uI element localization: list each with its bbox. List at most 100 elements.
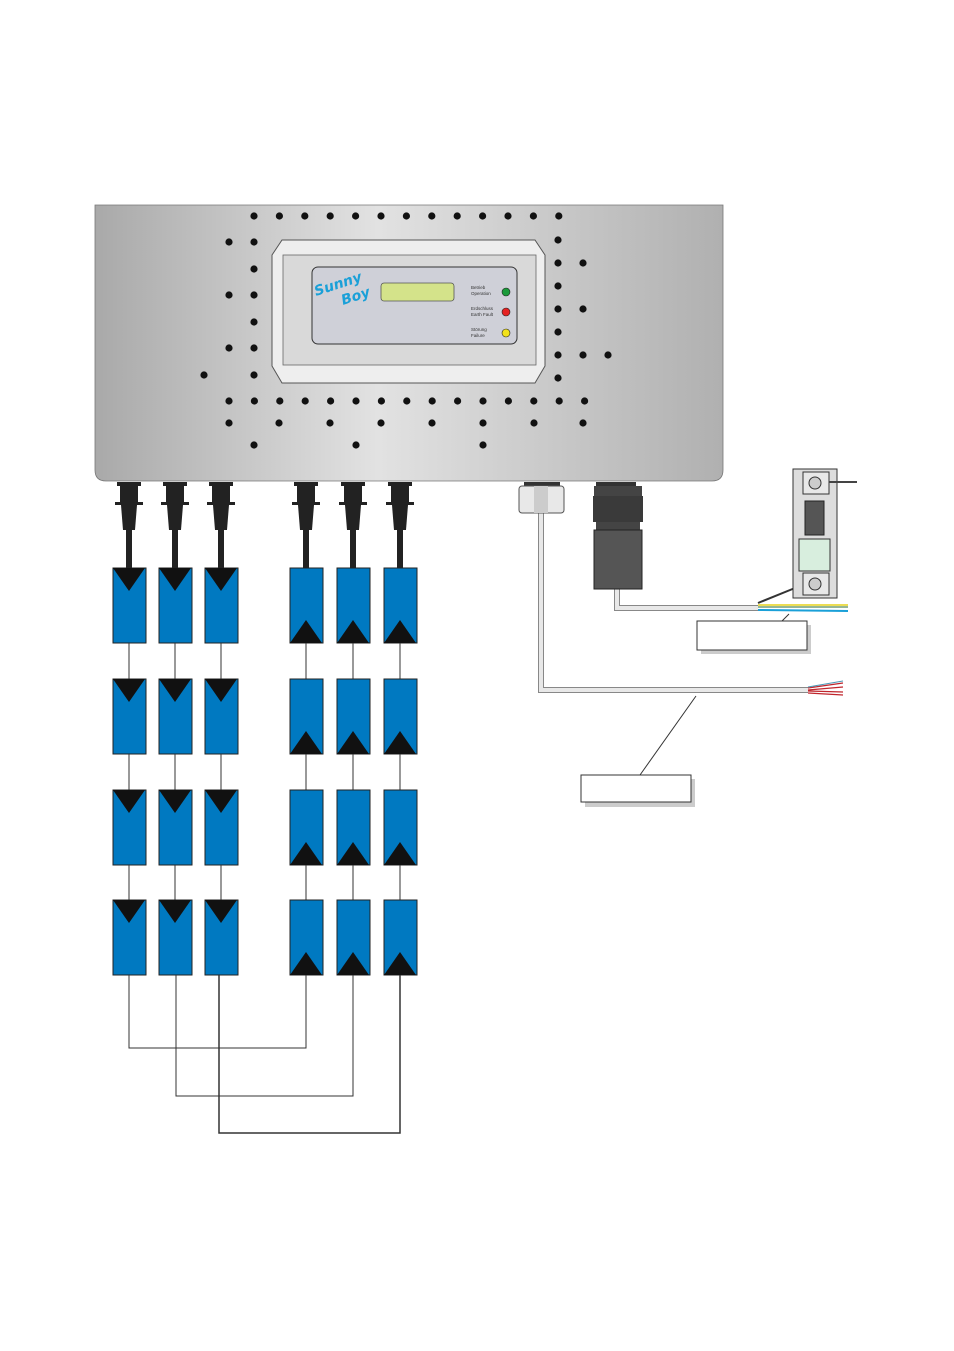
vent-hole bbox=[377, 397, 385, 405]
pv-string-4 bbox=[289, 482, 324, 976]
svg-text:Betrieb: Betrieb bbox=[471, 285, 486, 290]
red-led-icon bbox=[501, 307, 511, 317]
vent-hole bbox=[327, 397, 335, 405]
polarity-arrow-down-icon bbox=[205, 900, 237, 923]
pv-string-3 bbox=[204, 482, 239, 976]
pv-panel bbox=[383, 567, 418, 644]
vent-hole bbox=[225, 238, 233, 246]
circuit-breaker bbox=[792, 468, 857, 599]
polarity-arrow-up-icon bbox=[384, 731, 416, 754]
pv-panel bbox=[204, 567, 239, 644]
vent-hole bbox=[554, 305, 562, 313]
vent-hole bbox=[301, 212, 309, 220]
led-earth-fault: Erdschluss Earth Fault bbox=[471, 306, 511, 317]
mc-connector bbox=[292, 482, 320, 570]
vent-hole bbox=[579, 351, 587, 359]
pv-string-6 bbox=[383, 482, 418, 976]
pv-panel bbox=[289, 789, 324, 866]
ventilation-holes bbox=[200, 212, 612, 449]
vent-hole bbox=[581, 397, 589, 405]
pv-string-1 bbox=[112, 482, 147, 976]
pv-panel bbox=[112, 789, 147, 866]
vent-hole bbox=[428, 419, 436, 427]
vent-hole bbox=[250, 265, 258, 273]
vent-hole bbox=[579, 419, 587, 427]
pv-panel bbox=[289, 899, 324, 976]
pv-panel bbox=[112, 678, 147, 755]
svg-text:Erdschluss: Erdschluss bbox=[471, 306, 494, 311]
vent-hole bbox=[352, 441, 360, 449]
vent-hole bbox=[479, 441, 487, 449]
vent-hole bbox=[276, 397, 284, 405]
svg-text:Earth Fault: Earth Fault bbox=[471, 312, 494, 317]
polarity-arrow-down-icon bbox=[159, 900, 191, 923]
pv-panel bbox=[204, 789, 239, 866]
vent-hole bbox=[555, 212, 563, 220]
polarity-arrow-up-icon bbox=[290, 731, 322, 754]
polarity-arrow-down-icon bbox=[205, 679, 237, 702]
vent-hole bbox=[428, 397, 436, 405]
pv-panel bbox=[158, 899, 193, 976]
vent-hole bbox=[250, 212, 258, 220]
vent-hole bbox=[301, 397, 309, 405]
vent-hole bbox=[479, 212, 487, 220]
vent-hole bbox=[403, 397, 411, 405]
pv-strings bbox=[112, 482, 418, 976]
vent-hole bbox=[352, 212, 360, 220]
polarity-arrow-up-icon bbox=[290, 952, 322, 975]
vent-hole bbox=[579, 305, 587, 313]
pv-panel bbox=[112, 899, 147, 976]
vent-hole bbox=[250, 238, 258, 246]
vent-hole bbox=[579, 259, 587, 267]
pv-panel bbox=[336, 789, 371, 866]
polarity-arrow-down-icon bbox=[159, 790, 191, 813]
vent-hole bbox=[225, 344, 233, 352]
pv-panel bbox=[336, 567, 371, 644]
polarity-arrow-down-icon bbox=[159, 568, 191, 591]
vent-hole bbox=[554, 374, 562, 382]
vent-hole bbox=[352, 397, 360, 405]
vent-hole bbox=[530, 419, 538, 427]
vent-hole bbox=[554, 236, 562, 244]
vent-hole bbox=[554, 328, 562, 336]
communication-cable bbox=[518, 482, 844, 696]
vent-hole bbox=[377, 212, 385, 220]
pv-panel bbox=[289, 567, 324, 644]
control-panel bbox=[311, 266, 518, 345]
vent-hole bbox=[453, 212, 461, 220]
vent-hole bbox=[504, 212, 512, 220]
vent-hole bbox=[428, 212, 436, 220]
polarity-arrow-up-icon bbox=[384, 842, 416, 865]
pv-panel bbox=[336, 899, 371, 976]
polarity-arrow-down-icon bbox=[113, 568, 145, 591]
polarity-arrow-up-icon bbox=[337, 842, 369, 865]
vent-hole bbox=[604, 351, 612, 359]
pv-panel bbox=[204, 678, 239, 755]
pv-panel bbox=[158, 678, 193, 755]
polarity-arrow-down-icon bbox=[205, 790, 237, 813]
mc-connector bbox=[339, 482, 367, 570]
vent-hole bbox=[554, 351, 562, 359]
polarity-arrow-down-icon bbox=[159, 679, 191, 702]
pv-panel bbox=[383, 789, 418, 866]
lcd-display bbox=[380, 282, 455, 302]
callout-box-1 bbox=[696, 613, 811, 654]
vent-hole bbox=[530, 397, 538, 405]
mc-connector bbox=[207, 482, 235, 570]
vent-hole bbox=[225, 419, 233, 427]
polarity-arrow-up-icon bbox=[384, 620, 416, 643]
pv-panel bbox=[204, 899, 239, 976]
pv-panel bbox=[383, 678, 418, 755]
vent-hole bbox=[200, 371, 208, 379]
svg-text:Störung: Störung bbox=[471, 327, 487, 332]
polarity-arrow-up-icon bbox=[384, 952, 416, 975]
vent-hole bbox=[250, 441, 258, 449]
mc-connector bbox=[386, 482, 414, 570]
callout-box-2 bbox=[580, 695, 697, 807]
polarity-arrow-down-icon bbox=[113, 679, 145, 702]
pv-panel bbox=[383, 899, 418, 976]
breaker-switch bbox=[804, 500, 825, 536]
vent-hole bbox=[250, 291, 258, 299]
